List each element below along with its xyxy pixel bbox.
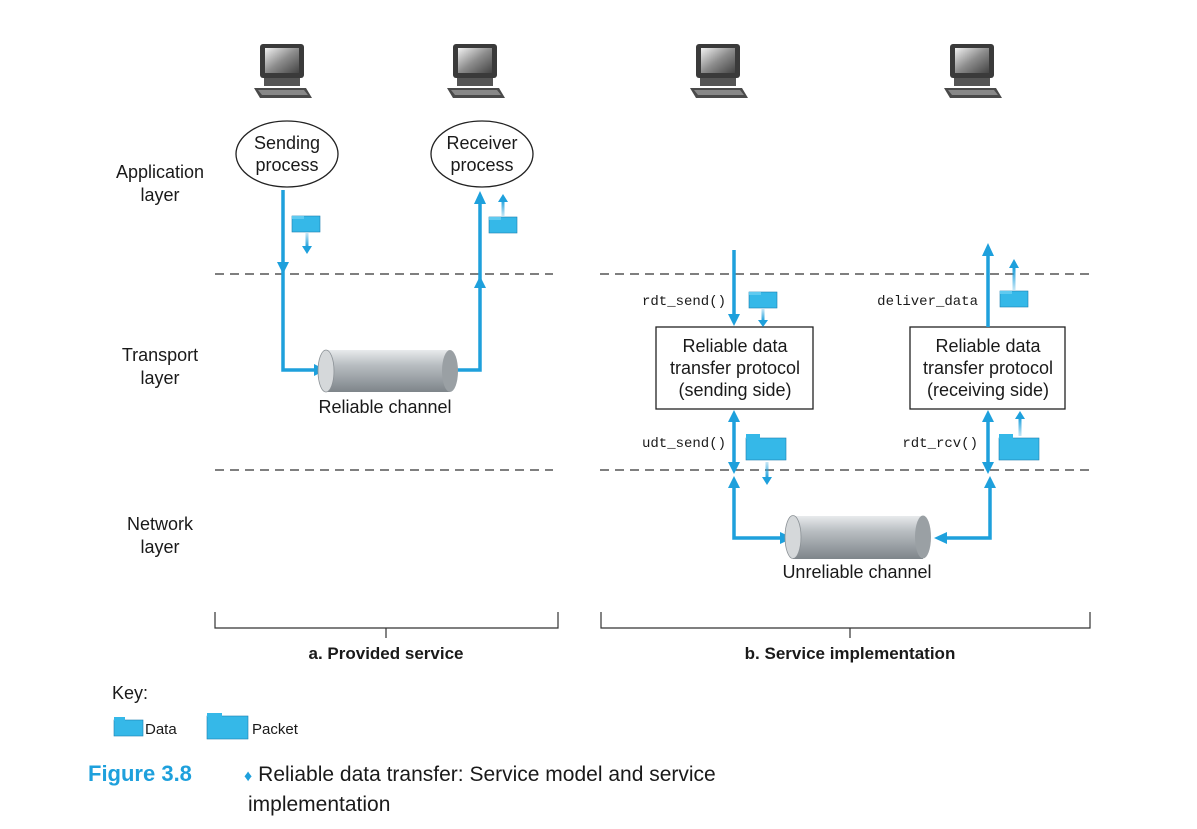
reliable-channel-label: Reliable channel bbox=[318, 397, 451, 417]
receiving-side-protocol-box bbox=[909, 326, 1066, 410]
data-block-icon bbox=[748, 291, 778, 309]
unreliable-channel-label: Unreliable channel bbox=[782, 562, 931, 582]
data-block-icon bbox=[488, 216, 518, 234]
panel-b-label: b. Service implementation bbox=[745, 644, 956, 663]
svg-text:transfer protocol: transfer protocol bbox=[670, 358, 800, 378]
svg-text:Sending: Sending bbox=[254, 133, 320, 153]
panel-b-bracket bbox=[600, 612, 1091, 638]
figure-number: Figure 3.8 bbox=[88, 761, 192, 786]
computer-icon bbox=[690, 44, 748, 98]
sending-process-node bbox=[235, 120, 339, 188]
network-path-sender bbox=[732, 486, 782, 540]
svg-text:layer: layer bbox=[140, 537, 179, 557]
key-legend: Key: Data Packet bbox=[112, 683, 299, 740]
unreliable-channel-pipe bbox=[784, 515, 931, 559]
udt-send-label: udt_send() bbox=[642, 436, 726, 452]
svg-text:(receiving side): (receiving side) bbox=[927, 380, 1049, 400]
layer-separators bbox=[215, 273, 1092, 471]
data-block-icon bbox=[999, 290, 1029, 308]
svg-text:Receiver: Receiver bbox=[446, 133, 517, 153]
svg-text:layer: layer bbox=[140, 368, 179, 388]
caption-line-2: implementation bbox=[248, 793, 391, 816]
flow-arrow-channel-to-receiver bbox=[455, 200, 482, 372]
key-data-icon bbox=[113, 717, 144, 737]
flow-arrow-sender-to-channel bbox=[281, 190, 318, 372]
svg-text:transfer protocol: transfer protocol bbox=[923, 358, 1053, 378]
panel-a-label: a. Provided service bbox=[309, 644, 464, 663]
computer-icon bbox=[447, 44, 505, 98]
packet-block-icon bbox=[998, 434, 1040, 461]
svg-text:process: process bbox=[450, 155, 513, 175]
reliable-channel-pipe bbox=[317, 349, 458, 393]
deliver-data-label: deliver_data bbox=[877, 294, 978, 310]
arrowhead-icon bbox=[277, 262, 289, 274]
key-packet-label: Packet bbox=[252, 721, 299, 738]
network-path-receiver bbox=[945, 486, 992, 540]
arrowhead-icon bbox=[728, 314, 740, 326]
layer-label-network: Network layer bbox=[127, 514, 194, 557]
key-packet-icon bbox=[206, 713, 249, 740]
panel-b: Reliable data transfer protocol (sending… bbox=[600, 243, 1091, 663]
sending-side-protocol-box bbox=[655, 326, 814, 410]
caption-line-1: Reliable data transfer: Service model an… bbox=[258, 763, 716, 786]
key-data-label: Data bbox=[145, 721, 177, 738]
computer-icon bbox=[944, 44, 1002, 98]
rdt-rcv-label: rdt_rcv() bbox=[902, 436, 978, 452]
svg-text:layer: layer bbox=[140, 185, 179, 205]
arrowhead-icon bbox=[474, 276, 486, 288]
diamond-icon: ♦ bbox=[244, 768, 253, 785]
data-block-icon bbox=[291, 215, 321, 233]
layer-label-transport: Transport layer bbox=[122, 345, 198, 388]
svg-text:Reliable data: Reliable data bbox=[682, 336, 788, 356]
receiver-process-node bbox=[430, 120, 534, 188]
svg-text:Reliable data: Reliable data bbox=[935, 336, 1041, 356]
svg-text:(sending side): (sending side) bbox=[678, 380, 791, 400]
arrowhead-icon bbox=[982, 243, 994, 256]
layer-label-application: Application layer bbox=[116, 162, 204, 205]
rdt-send-label: rdt_send() bbox=[642, 294, 726, 310]
panel-a: Sending process Receiver process Reliabl… bbox=[214, 120, 559, 663]
key-title: Key: bbox=[112, 683, 148, 703]
svg-text:Application: Application bbox=[116, 162, 204, 182]
svg-text:process: process bbox=[255, 155, 318, 175]
svg-text:Transport: Transport bbox=[122, 345, 198, 365]
computer-icon bbox=[254, 44, 312, 98]
figure-caption: Figure 3.8 ♦ Reliable data transfer: Servi… bbox=[88, 760, 808, 819]
packet-block-icon bbox=[745, 434, 787, 461]
arrowhead-icon bbox=[474, 191, 486, 204]
panel-a-bracket bbox=[214, 612, 559, 638]
svg-text:Network: Network bbox=[127, 514, 194, 534]
